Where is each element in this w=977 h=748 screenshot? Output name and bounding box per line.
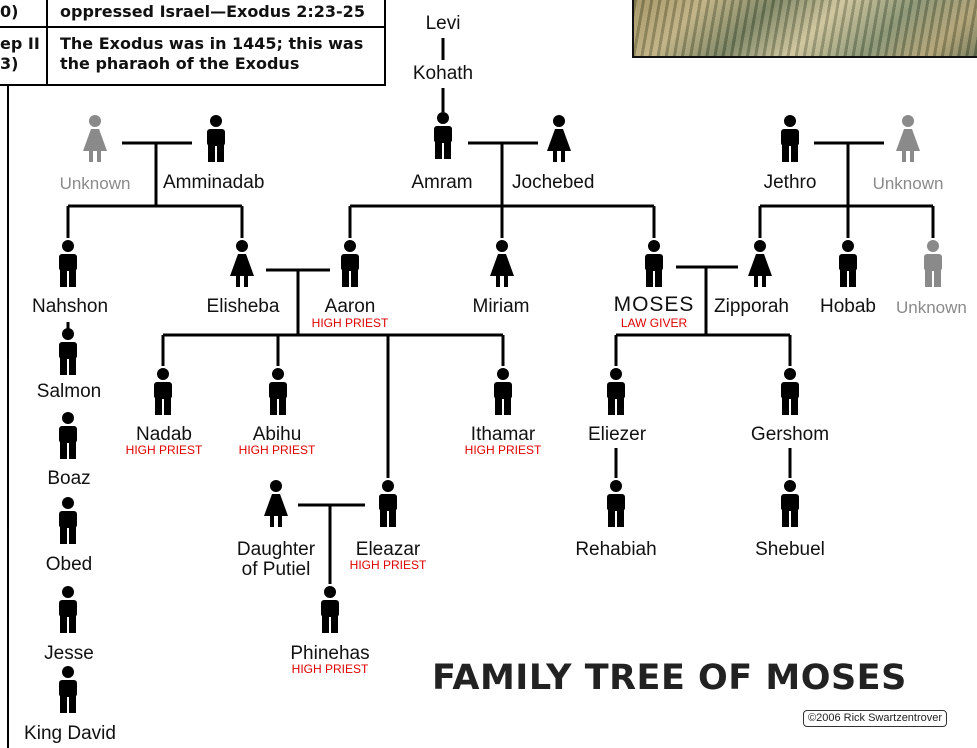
role-abihu: HIGH PRIEST xyxy=(238,443,316,457)
info-box-divider xyxy=(46,0,48,86)
name-miriam: Miriam xyxy=(472,296,530,317)
name-shebuel: Shebuel xyxy=(755,539,825,560)
name-gershom: Gershom xyxy=(750,424,830,445)
name-amminadab: Amminadab xyxy=(163,172,265,193)
info-box: 0) oppressed Israel—Exodus 2:23-25 ep II… xyxy=(0,0,386,86)
name-rehabiah: Rehabiah xyxy=(575,539,657,560)
hobab-person-icon xyxy=(839,240,857,287)
name-hobab: Hobab xyxy=(820,296,876,317)
king-david-person-icon xyxy=(59,666,77,713)
jethro-person-icon xyxy=(781,115,799,162)
zipporah-person-icon xyxy=(748,240,772,287)
name-moses: MOSES xyxy=(613,293,695,316)
name-unknown-jethro-wife: Unknown xyxy=(872,174,944,193)
elisheba-person-icon xyxy=(230,240,254,287)
name-ithamar: Ithamar xyxy=(470,424,536,445)
gershom-person-icon xyxy=(781,368,799,415)
role-moses: LAW GIVER xyxy=(620,316,688,330)
name-king-david: King David xyxy=(24,723,116,744)
name-nahshon: Nahshon xyxy=(31,296,109,317)
jochebed-person-icon xyxy=(547,115,571,162)
salmon-person-icon xyxy=(59,328,77,375)
name-amram: Amram xyxy=(411,172,473,193)
role-ithamar: HIGH PRIEST xyxy=(464,443,542,457)
role-aaron: HIGH PRIEST xyxy=(311,316,389,330)
name-levi: Levi xyxy=(425,13,461,34)
name-salmon: Salmon xyxy=(36,381,102,402)
unknown-jethro-child-person-icon xyxy=(924,240,942,287)
boaz-person-icon xyxy=(59,412,77,459)
ithamar-person-icon xyxy=(494,368,512,415)
name-eliezer: Eliezer xyxy=(587,424,647,445)
role-eleazar: HIGH PRIEST xyxy=(349,558,427,572)
moses-person-icon xyxy=(645,240,663,287)
copyright-credit: ©2006 Rick Swartzentrover xyxy=(803,710,948,727)
amram-person-icon xyxy=(434,112,452,159)
info-box-row2-left: ep II 3) xyxy=(0,34,40,73)
rehabiah-person-icon xyxy=(607,480,625,527)
miriam-person-icon xyxy=(490,240,514,287)
name-boaz: Boaz xyxy=(47,468,91,489)
name-nadab: Nadab xyxy=(136,424,192,445)
name-unknown-amminadab-wife: Unknown xyxy=(59,174,131,193)
name-zipporah: Zipporah xyxy=(714,296,789,317)
eleazar-person-icon xyxy=(379,480,397,527)
name-obed: Obed xyxy=(45,554,93,575)
daughter-of-putiel-person-icon xyxy=(264,480,288,527)
amminadab-person-icon xyxy=(207,115,225,162)
name-kohath: Kohath xyxy=(412,63,474,84)
abihu-person-icon xyxy=(269,368,287,415)
aaron-person-icon xyxy=(341,240,359,287)
info-box-row2-right: The Exodus was in 1445; this was the pha… xyxy=(60,34,364,73)
jesse-person-icon xyxy=(59,586,77,633)
name-daughter-of-putiel-1: Daughter xyxy=(236,539,316,560)
name-eleazar: Eleazar xyxy=(355,539,421,560)
unknown-amminadab-wife-person-icon xyxy=(83,115,107,162)
name-daughter-of-putiel-2: of Putiel xyxy=(241,559,311,580)
name-phinehas: Phinehas xyxy=(290,643,370,664)
person-figures xyxy=(59,112,942,713)
name-jesse: Jesse xyxy=(44,643,94,664)
role-nadab: HIGH PRIEST xyxy=(125,443,203,457)
phinehas-person-icon xyxy=(321,586,339,633)
obed-person-icon xyxy=(59,497,77,544)
info-box-row1-right: oppressed Israel—Exodus 2:23-25 xyxy=(60,2,365,21)
name-abihu: Abihu xyxy=(252,424,302,445)
info-box-row1-left: 0) xyxy=(0,2,19,21)
name-elisheba: Elisheba xyxy=(206,296,280,317)
landscape-photo xyxy=(632,0,977,58)
nahshon-person-icon xyxy=(59,240,77,287)
page-title: FAMILY TREE OF MOSES xyxy=(432,658,907,698)
info-box-row-divider xyxy=(0,26,386,28)
name-unknown-jethro-child: Unknown xyxy=(896,298,967,317)
connector-lines xyxy=(66,38,935,584)
name-jochebed: Jochebed xyxy=(512,172,595,193)
timeline-line xyxy=(7,84,9,748)
unknown-jethro-wife-person-icon xyxy=(896,115,920,162)
nadab-person-icon xyxy=(154,368,172,415)
name-jethro: Jethro xyxy=(763,172,817,193)
name-aaron: Aaron xyxy=(324,296,376,317)
eliezer-person-icon xyxy=(607,368,625,415)
role-phinehas: HIGH PRIEST xyxy=(291,662,369,676)
shebuel-person-icon xyxy=(781,480,799,527)
